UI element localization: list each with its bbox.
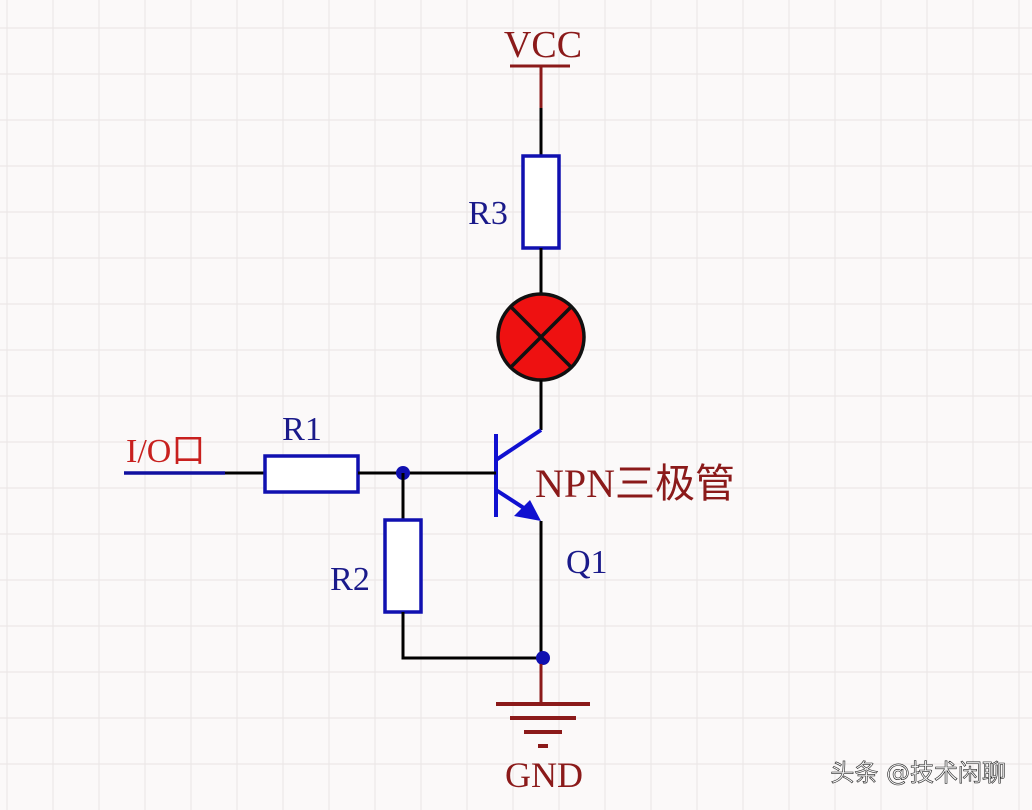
resistor-r1[interactable]: R1 — [263, 411, 360, 494]
io-label: I/O口 — [126, 433, 205, 470]
r1-body[interactable] — [263, 454, 360, 494]
wire-r2-ground — [401, 612, 541, 660]
r1-label: R1 — [282, 411, 322, 448]
r2-label: R2 — [330, 561, 370, 598]
transistor-q1[interactable]: NPN三极管 Q1 — [494, 428, 735, 581]
junction-ground — [536, 651, 550, 665]
lamp[interactable] — [496, 292, 586, 382]
io-input: I/O口 — [124, 433, 265, 475]
r3-label: R3 — [468, 195, 508, 232]
transistor-type-label: NPN三极管 — [535, 461, 735, 506]
resistor-r3[interactable]: R3 — [468, 154, 561, 250]
r2-body[interactable] — [383, 518, 423, 614]
gnd-label: GND — [505, 755, 583, 795]
lamp-cross-b — [509, 305, 573, 369]
q1-collector-lead — [494, 428, 543, 462]
ground-symbol: GND — [496, 664, 590, 795]
vcc-power-port: VCC — [504, 24, 582, 110]
q1-emitter-arrow-icon — [514, 500, 541, 521]
r3-body[interactable] — [521, 154, 561, 250]
watermark: 头条 @技术闲聊 — [830, 759, 1006, 787]
q1-label: Q1 — [566, 544, 608, 581]
vcc-label: VCC — [504, 24, 582, 66]
